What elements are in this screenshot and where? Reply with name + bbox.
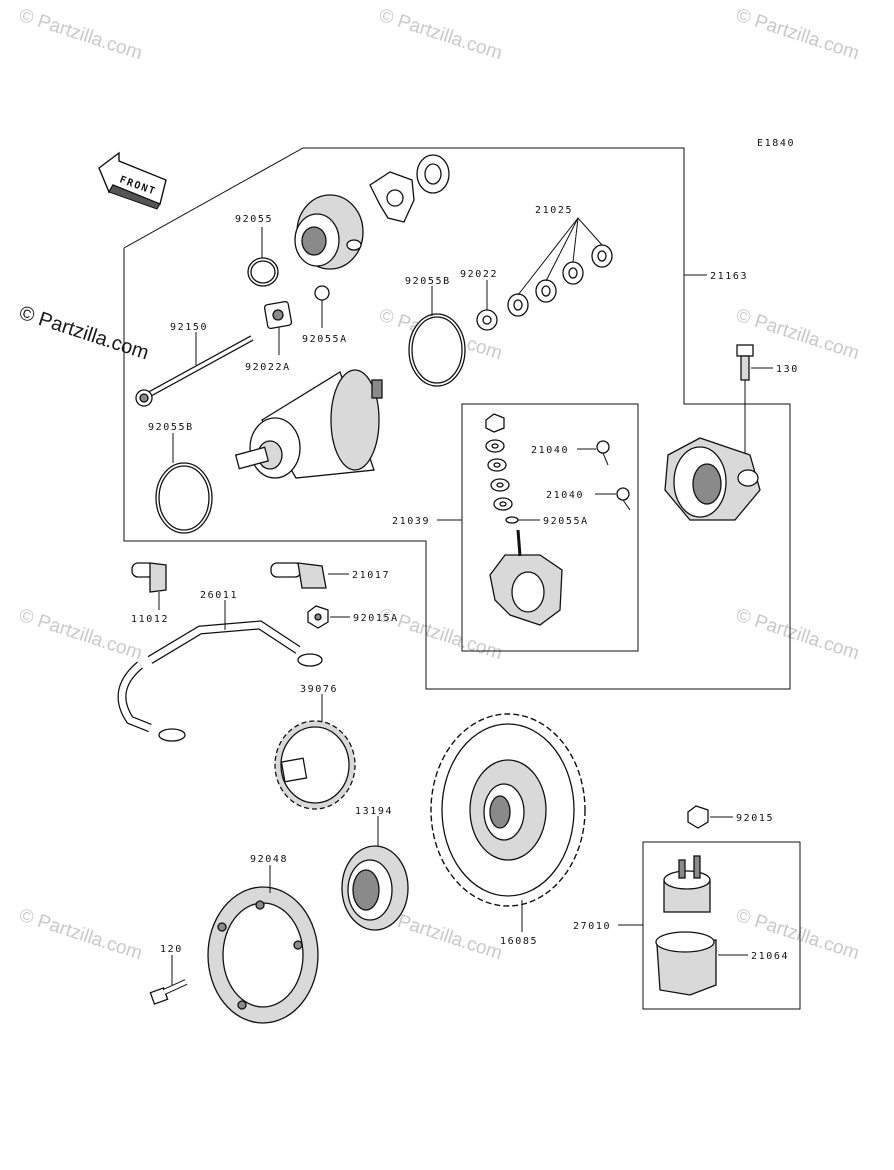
- part-label-21017: 21017: [352, 570, 390, 581]
- brush-nut-stack: [485, 413, 519, 524]
- starter-relay: [663, 855, 711, 913]
- part-label-92015: 92015: [736, 813, 774, 824]
- bolt-130: [736, 344, 754, 381]
- assembly-boundary: [123, 147, 791, 690]
- part-label-92055: 92055: [235, 214, 273, 225]
- watermark: © Partzilla.com: [376, 5, 504, 65]
- starter-end-cover: [294, 194, 364, 270]
- part-label-92150: 92150: [170, 322, 208, 333]
- idler-gear-39076: [274, 720, 356, 810]
- cable-26011: [117, 620, 323, 742]
- part-label-21163: 21163: [710, 271, 748, 282]
- part-label-92048: 92048: [250, 854, 288, 865]
- o-ring-92055A: [314, 285, 330, 301]
- front-arrow-icon: FRONT: [98, 151, 167, 210]
- nut-92015: [687, 805, 709, 829]
- part-label-39076: 39076: [300, 684, 338, 695]
- nut-92015A: [307, 605, 329, 629]
- watermark: © Partzilla.com: [16, 605, 144, 665]
- washer-set-21025: [507, 244, 613, 317]
- part-label-120: 120: [160, 944, 183, 955]
- part-label-92055A-top: 92055A: [302, 334, 348, 345]
- brush-holder-box: [461, 403, 639, 652]
- starter-gear-16085: [430, 713, 586, 907]
- watermark: © Partzilla.com: [733, 605, 861, 665]
- part-label-27010: 27010: [573, 921, 611, 932]
- part-label-92022A: 92022A: [245, 362, 291, 373]
- one-way-clutch-13194: [341, 845, 409, 931]
- flange-ring-92048: [207, 886, 319, 1024]
- bolt-120: [149, 979, 188, 1005]
- part-label-26011: 26011: [200, 590, 238, 601]
- watermark: © Partzilla.com: [733, 5, 861, 65]
- part-label-92015A: 92015A: [353, 613, 399, 624]
- part-label-16085: 16085: [500, 936, 538, 947]
- part-label-92055B-left: 92055B: [148, 422, 194, 433]
- diagram-code: E1840: [757, 138, 795, 149]
- part-label-21025: 21025: [535, 205, 573, 216]
- relay-cover-21064: [655, 931, 717, 996]
- watermark: © Partzilla.com: [16, 905, 144, 965]
- part-label-13194: 13194: [355, 806, 393, 817]
- watermark: © Partzilla.com: [16, 5, 144, 65]
- part-label-130: 130: [776, 364, 799, 375]
- brush-21040-a: [596, 440, 610, 466]
- watermark-dark: © Partzilla.com: [16, 302, 151, 365]
- starter-front-housing: [664, 437, 761, 521]
- part-label-92022: 92022: [460, 269, 498, 280]
- brush-21040-b: [616, 487, 631, 511]
- brush-holder-21039: [489, 529, 563, 626]
- part-label-21064: 21064: [751, 951, 789, 962]
- part-label-21040-a: 21040: [531, 445, 569, 456]
- cap-11012: [131, 562, 167, 593]
- through-bolt-92150: [135, 335, 254, 407]
- part-label-21040-b: 21040: [546, 490, 584, 501]
- part-label-21039: 21039: [392, 516, 430, 527]
- part-label-11012: 11012: [131, 614, 169, 625]
- cap-21017: [270, 562, 327, 589]
- part-label-92055A-mid: 92055A: [543, 516, 589, 527]
- starter-motor: [234, 369, 383, 479]
- part-label-92055B-top: 92055B: [405, 276, 451, 287]
